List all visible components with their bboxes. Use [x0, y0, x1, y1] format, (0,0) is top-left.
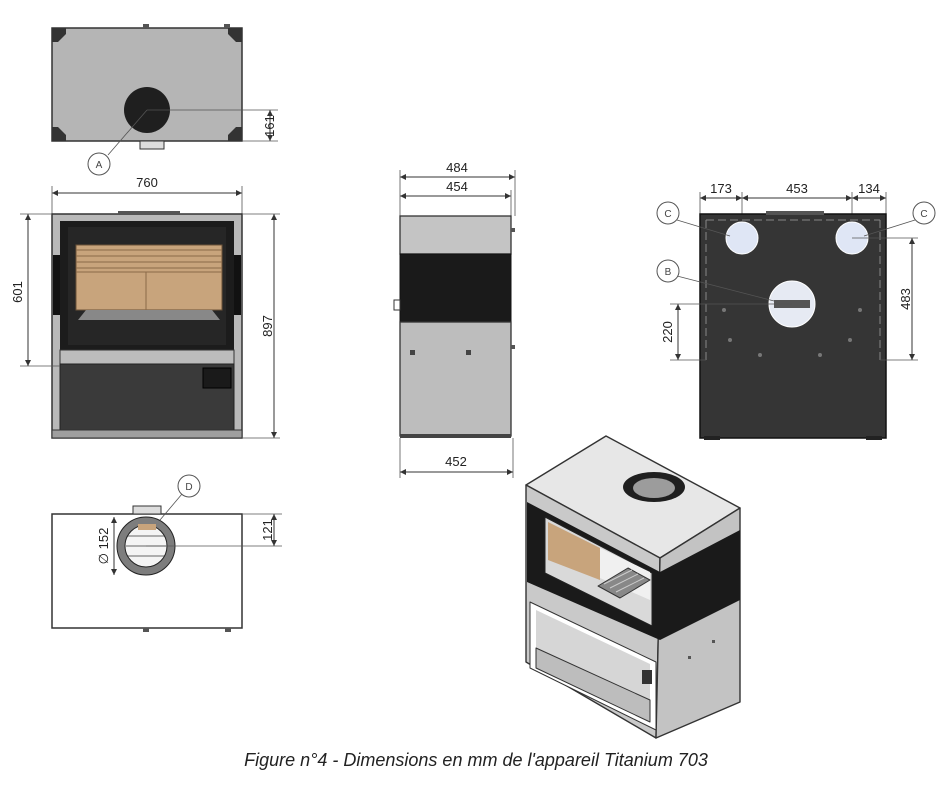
callout-c-left: C [664, 209, 671, 220]
front-view: 760 601 897 [10, 175, 280, 439]
dim-134: 134 [858, 181, 880, 196]
callout-b: B [665, 267, 672, 278]
dim-220: 220 [660, 321, 675, 343]
dim-454: 454 [446, 179, 468, 194]
callout-a: A [96, 160, 103, 171]
dim-121: 121 [260, 519, 275, 541]
dim-173: 173 [710, 181, 732, 196]
isometric-view [525, 435, 741, 739]
callout-c-right: C [920, 209, 927, 220]
bottom-view: 121 ∅ 152 D [51, 474, 282, 632]
callout-d: D [185, 482, 192, 493]
dim-483: 483 [898, 288, 913, 310]
dim-diam-152: ∅ 152 [96, 528, 111, 565]
dim-897: 897 [260, 315, 275, 337]
figure-caption: Figure n°4 - Dimensions en mm de l'appar… [244, 750, 708, 770]
dim-484: 484 [446, 160, 468, 175]
dim-760: 760 [136, 175, 158, 190]
dim-452: 452 [445, 454, 467, 469]
side-view: 484 454 452 [393, 160, 516, 478]
dim-601: 601 [10, 281, 25, 303]
rear-view: 173 453 134 483 220 C [656, 181, 936, 440]
firebrick-panel [75, 244, 223, 311]
top-view: 161 A [51, 24, 278, 176]
dim-161: 161 [262, 115, 277, 137]
dim-453: 453 [786, 181, 808, 196]
